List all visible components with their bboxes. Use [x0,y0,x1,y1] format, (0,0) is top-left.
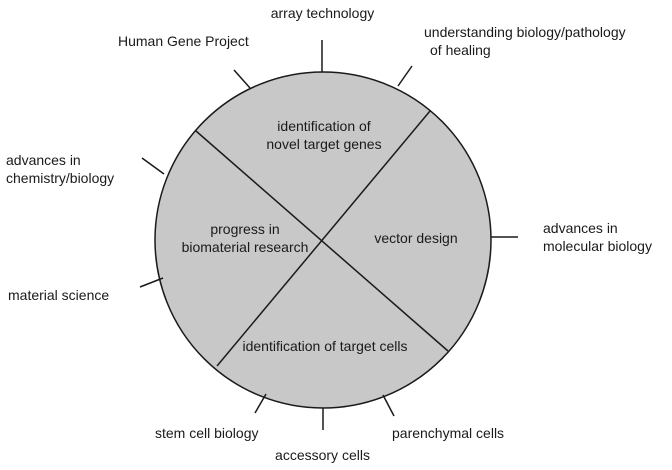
sector-right-line-1: vector design [374,230,458,246]
label-understanding-biology: understanding biology/pathology of heali… [424,23,626,59]
divider-line-ne-sw [216,110,431,367]
tick-advances-chemistry [141,157,165,175]
label-array-technology: array technology [240,4,405,22]
accessory-cells-line-1: accessory cells [275,447,370,463]
sector-left-line-2: biomaterial research [181,239,309,255]
sector-left-line-1: progress in [210,221,280,237]
tick-understanding-biology [397,65,413,87]
parenchymal-cells-line-1: parenchymal cells [392,425,505,441]
label-accessory-cells: accessory cells [255,446,390,464]
sector-bottom-line-1: identification of target cells [242,338,408,354]
advances-molecular-line-2: molecular biology [543,238,652,254]
sector-label-left: progress in biomaterial research [170,220,320,256]
sector-top-line-2: novel target genes [266,136,382,152]
tick-parenchymal-cells [382,394,395,417]
understanding-biology-line-1: understanding biology/pathology [424,24,626,40]
advances-molecular-line-1: advances in [543,220,618,236]
label-parenchymal-cells: parenchymal cells [392,424,504,442]
tick-human-gene-project [233,69,251,89]
sector-label-right: vector design [356,229,476,247]
advances-chemistry-line-2: chemistry/biology [6,170,115,186]
array-technology-line-1: array technology [270,5,375,21]
stem-cell-biology-line-1: stem cell biology [155,425,259,441]
label-material-science: material science [8,286,109,304]
label-human-gene-project: Human Gene Project [118,32,249,50]
tick-stem-cell-biology [254,393,267,414]
material-science-line-1: material science [8,287,110,303]
understanding-biology-line-2: of healing [430,42,491,58]
sector-top-line-1: identification of [277,118,371,134]
sector-label-top: identification of novel target genes [244,117,404,153]
label-advances-molecular: advances in molecular biology [543,219,652,255]
sector-label-bottom: identification of target cells [220,337,430,355]
label-stem-cell-biology: stem cell biology [155,424,259,442]
human-gene-project-line-1: Human Gene Project [118,33,249,49]
tick-material-science [139,277,164,288]
label-advances-chemistry: advances in chemistry/biology [6,151,114,187]
advances-chemistry-line-1: advances in [6,152,81,168]
